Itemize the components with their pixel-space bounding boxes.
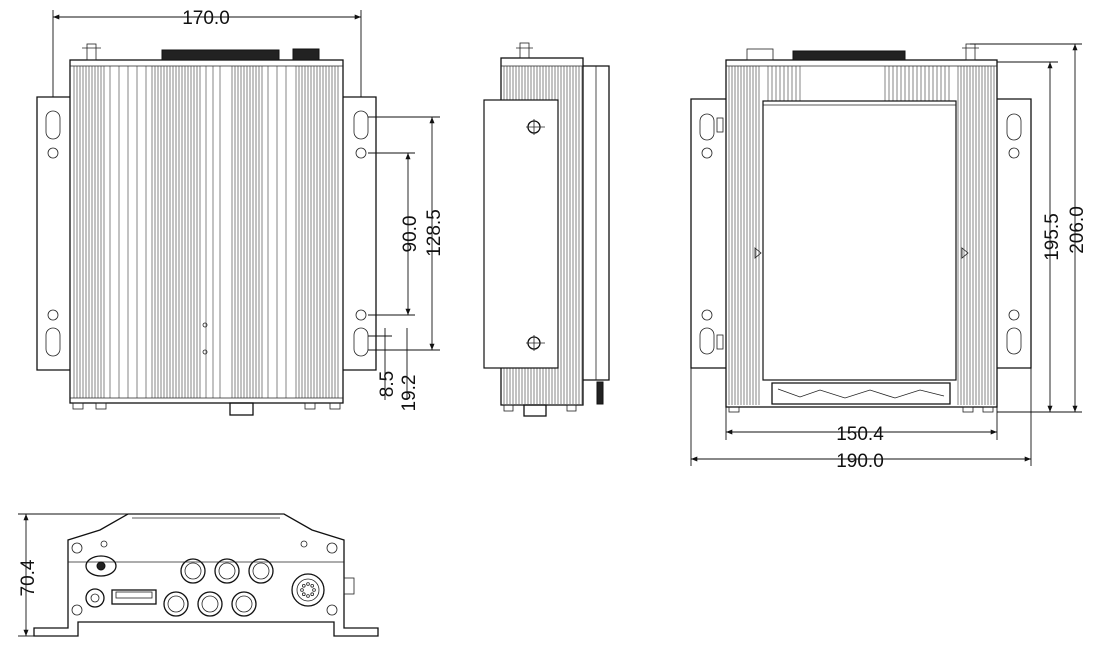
mount-slot-bottom bbox=[353, 327, 369, 357]
camera-connector-5 bbox=[197, 591, 223, 617]
mount-hole-bottom bbox=[355, 309, 367, 321]
front-right-bracket bbox=[343, 96, 377, 371]
top-view: 150.4 190.0 195.5 206.0 bbox=[690, 43, 1088, 472]
top-heatsink-fins bbox=[728, 66, 995, 405]
dim-top-overall-width: 190.0 bbox=[836, 451, 884, 472]
dim-top-depth-overall: 206.0 bbox=[1067, 206, 1088, 254]
camera-connector-6 bbox=[231, 591, 257, 617]
camera-connector-2 bbox=[214, 558, 240, 584]
camera-connector-3 bbox=[248, 558, 274, 584]
front-heatsink-fins bbox=[73, 66, 339, 398]
mount-hole-top bbox=[355, 147, 367, 159]
usb-port-block bbox=[111, 589, 157, 605]
dim-top-body-width: 150.4 bbox=[836, 424, 884, 445]
antenna-connector bbox=[85, 588, 105, 608]
camera-connector-1 bbox=[180, 558, 206, 584]
rear-base-bracket bbox=[33, 562, 379, 637]
side-view bbox=[483, 42, 610, 417]
dim-hole-spacing-inner: 90.0 bbox=[400, 216, 421, 253]
main-io-connector bbox=[291, 573, 325, 607]
front-top-connector-block bbox=[161, 49, 280, 61]
camera-connector-4 bbox=[163, 591, 189, 617]
mount-slot-top bbox=[353, 110, 369, 140]
top-right-bracket bbox=[997, 98, 1032, 369]
front-left-bracket bbox=[36, 96, 70, 371]
dim-front-width: 170.0 bbox=[182, 8, 230, 29]
dim-slot-offset-small: 8.5 bbox=[377, 371, 398, 397]
top-cover-panel bbox=[762, 100, 957, 381]
top-left-bracket bbox=[690, 98, 726, 369]
side-bracket-plate bbox=[483, 99, 559, 369]
top-handle bbox=[771, 382, 951, 405]
dim-top-depth-inner: 195.5 bbox=[1042, 213, 1063, 261]
dim-hole-spacing-outer: 128.5 bbox=[424, 209, 445, 257]
dim-rear-height: 70.4 bbox=[18, 559, 39, 596]
power-connector bbox=[85, 555, 117, 577]
dim-slot-offset-large: 19.2 bbox=[399, 375, 420, 412]
front-view: 170.0 128.5 90.0 8.5 19.2 bbox=[36, 8, 445, 416]
rear-housing bbox=[67, 513, 345, 562]
rear-view: 70.4 bbox=[18, 513, 379, 637]
